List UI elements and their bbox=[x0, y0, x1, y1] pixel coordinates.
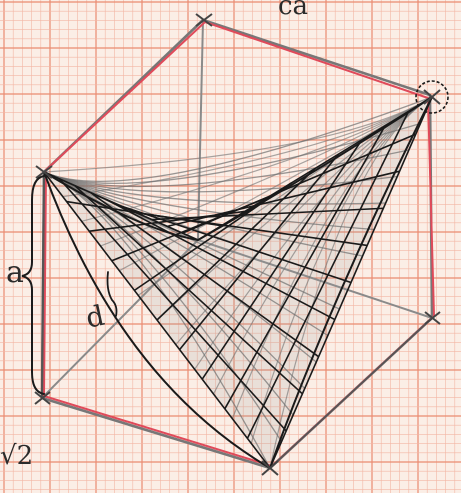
side-a-label: a bbox=[6, 255, 24, 290]
ruling-line-family-2 bbox=[58, 178, 287, 432]
ruling-line-family-1 bbox=[178, 153, 340, 351]
highlighted-corner-circle bbox=[415, 80, 449, 114]
ruling-line-family-2 bbox=[89, 191, 320, 358]
distance-d-brace bbox=[106, 271, 118, 317]
ruling-line-family-1 bbox=[224, 125, 386, 410]
ruling-line-family-1 bbox=[201, 139, 363, 380]
corner-label-top: ca bbox=[278, 0, 308, 21]
surface-shading bbox=[44, 97, 432, 468]
saddle-right-outline bbox=[269, 96, 433, 469]
saddle-left-outline bbox=[43, 171, 271, 469]
hidden-edge-bottom-diag bbox=[41, 239, 199, 399]
ruling-line-family-2 bbox=[120, 205, 352, 284]
ruling-line-family-1 bbox=[269, 96, 433, 469]
hidden-edge-top-vertical bbox=[197, 19, 204, 241]
saddle-surface bbox=[43, 96, 433, 469]
side-a-brace bbox=[21, 175, 45, 395]
corner-label-bottom: √2 bbox=[0, 441, 33, 471]
ruling-line-family-2 bbox=[105, 198, 336, 321]
pencil-ray bbox=[269, 96, 433, 469]
ruling-line-family-2 bbox=[74, 185, 303, 395]
corner-marks bbox=[34, 13, 441, 476]
saddle-top-outline bbox=[43, 96, 433, 242]
front-edge-right-to-bottom bbox=[269, 317, 433, 469]
hidden-edge-right-back bbox=[197, 239, 433, 319]
ruling-line-family-2 bbox=[43, 171, 271, 469]
left-vertical-edge bbox=[40, 170, 46, 400]
ruling-line-family-1 bbox=[246, 110, 410, 439]
